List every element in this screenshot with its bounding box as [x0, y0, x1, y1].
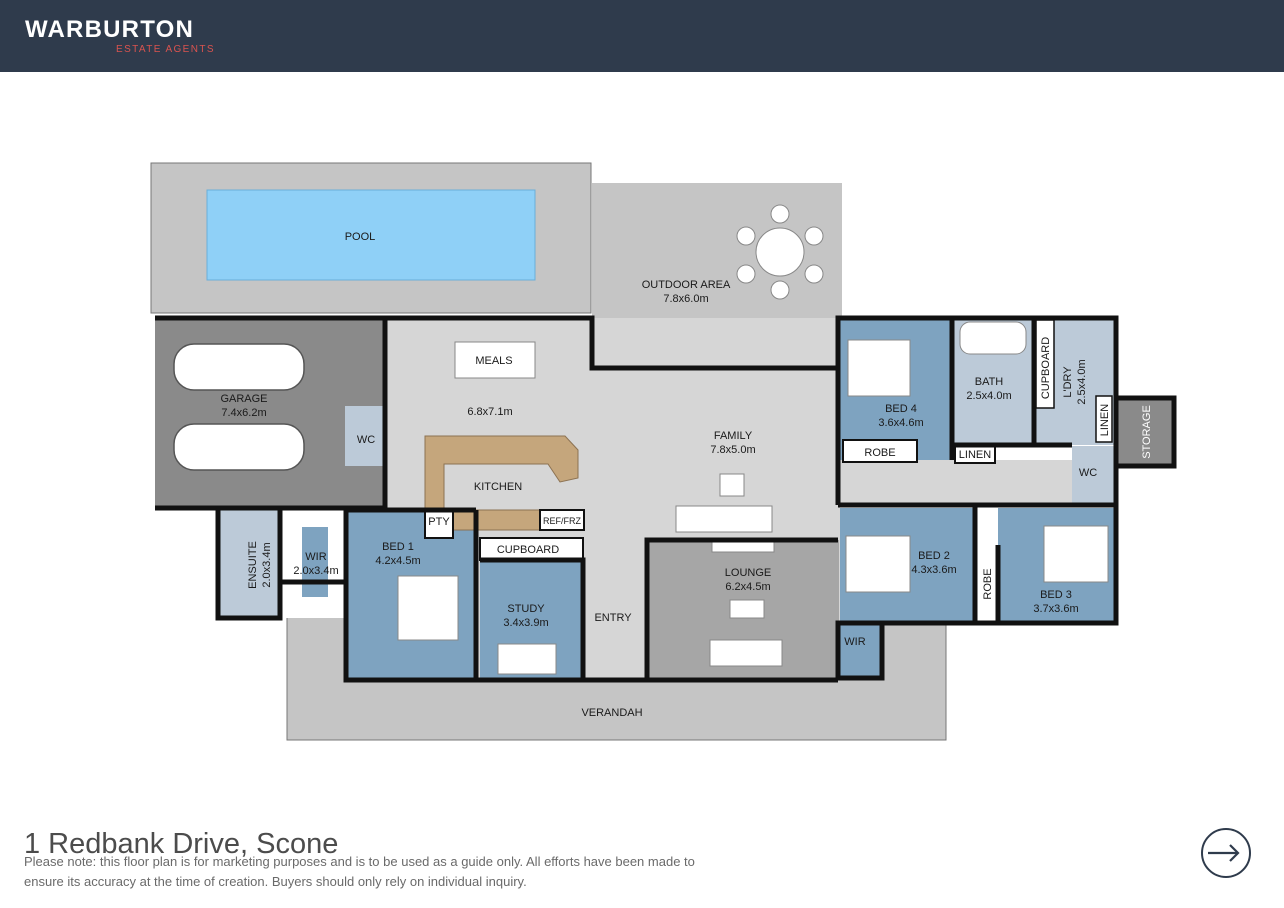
garage-wc-label: WC	[357, 434, 375, 446]
bath-size: 2.5x4.0m	[966, 390, 1011, 402]
arrow-right-icon	[1208, 844, 1240, 862]
garage-wc-floor	[345, 406, 385, 466]
lounge-size: 6.2x4.5m	[725, 581, 770, 593]
lounge-label: LOUNGE	[725, 567, 771, 579]
bed2-bed	[845, 535, 911, 593]
pool-label: POOL	[345, 231, 376, 243]
bed1-bed	[397, 575, 459, 641]
linen-ldry-label: LINEN	[1099, 404, 1111, 436]
next-page-button[interactable]	[1201, 828, 1251, 878]
ldry-size: 2.5x4.0m	[1076, 359, 1088, 404]
bed1-label: BED 1	[382, 541, 414, 553]
ensuite-label: ENSUITE	[247, 541, 259, 589]
bed1-size: 4.2x4.5m	[375, 555, 420, 567]
car-icons	[173, 343, 305, 471]
study-label: STUDY	[507, 603, 545, 615]
entry-label: ENTRY	[594, 612, 632, 624]
bed2-size: 4.3x3.6m	[911, 564, 956, 576]
bed4-bed	[847, 339, 911, 397]
ensuite-size: 2.0x3.4m	[261, 542, 273, 587]
property-address: 1 Redbank Drive, Scone	[24, 828, 339, 861]
bed2-label: BED 2	[918, 550, 950, 562]
bed3-size: 3.7x3.6m	[1033, 603, 1078, 615]
outdoor-label: OUTDOOR AREA	[642, 279, 731, 291]
family-sofa	[675, 505, 773, 533]
outdoor-chairs	[736, 204, 824, 300]
bathtub	[959, 321, 1027, 355]
meals-table	[454, 341, 536, 379]
bed4-robe-box	[842, 439, 918, 463]
ldry-label: L'DRY	[1062, 366, 1074, 398]
disclaimer-text: Please note: this floor plan is for mark…	[24, 854, 695, 889]
wir1-size: 2.0x3.4m	[293, 565, 338, 577]
pantry-label: PTY	[428, 516, 450, 528]
lounge-sofa	[709, 639, 783, 667]
bed4-robe-label: ROBE	[864, 447, 895, 459]
garage-label: GARAGE	[220, 393, 267, 405]
robe3-label: ROBE	[982, 568, 994, 599]
storage-label: STORAGE	[1141, 405, 1153, 459]
hall-wc-label: WC	[1079, 467, 1097, 479]
fridge-label: REF/FRZ	[543, 516, 581, 526]
brand-logo[interactable]: WARBURTON	[25, 16, 195, 43]
kitchen-label: KITCHEN	[474, 481, 522, 493]
ensuite-floor	[218, 510, 280, 618]
robe3-floor	[975, 545, 998, 623]
family-label: FAMILY	[714, 430, 753, 442]
family-ottoman	[719, 473, 745, 497]
wir1-unit	[302, 527, 328, 597]
lounge-tv	[711, 541, 775, 553]
kitchen-bench	[424, 435, 579, 531]
bed3-bed	[1043, 525, 1109, 583]
header-bar: WARBURTON ESTATE AGENTS	[0, 0, 1284, 72]
study-desk	[497, 643, 557, 675]
fridge-box	[539, 509, 585, 531]
bath-label: BATH	[975, 376, 1004, 388]
meals-label: MEALS	[475, 355, 512, 367]
wir1-label: WIR	[305, 551, 326, 563]
brand-tagline: ESTATE AGENTS	[116, 44, 215, 55]
outdoor-table	[755, 227, 805, 277]
verandah-label: VERANDAH	[581, 707, 642, 719]
pantry-box	[424, 509, 454, 539]
pool-water	[206, 189, 536, 281]
walls	[155, 315, 1177, 683]
bed4-size: 3.6x4.6m	[878, 417, 923, 429]
linen-hall-label: LINEN	[959, 449, 991, 461]
lounge-table	[729, 599, 765, 619]
wir2-floor	[840, 623, 882, 678]
hall-floor	[840, 460, 1115, 505]
bed4-label: BED 4	[885, 403, 917, 415]
family-size: 7.8x5.0m	[710, 444, 755, 456]
cupboard-ldry-label: CUPBOARD	[1040, 337, 1052, 399]
garage-size: 7.4x6.2m	[221, 407, 266, 419]
outdoor-size: 7.8x6.0m	[663, 293, 708, 305]
study-cupboard-label: CUPBOARD	[497, 544, 559, 556]
hall-wc-floor	[1072, 446, 1116, 506]
storage-floor	[1118, 398, 1174, 466]
wir2-label: WIR	[844, 636, 865, 648]
bed3-label: BED 3	[1040, 589, 1072, 601]
study-size: 3.4x3.9m	[503, 617, 548, 629]
linen-ldry-box	[1095, 395, 1113, 443]
meals-size: 6.8x7.1m	[467, 406, 512, 418]
